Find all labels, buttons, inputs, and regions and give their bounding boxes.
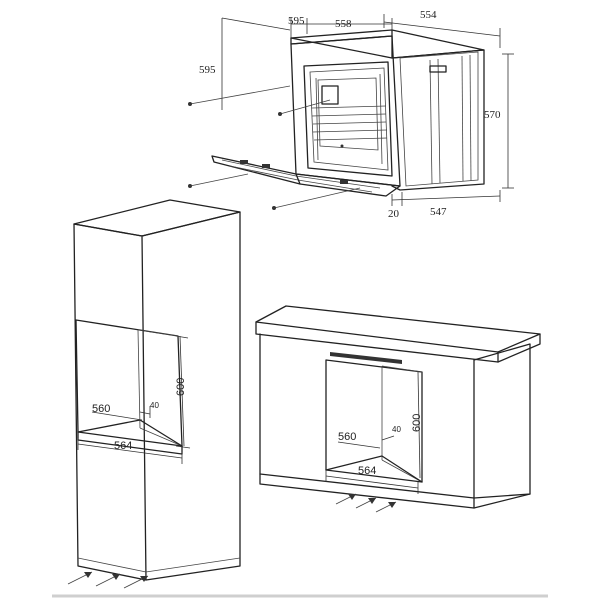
tall-dim-564: 564 (114, 440, 132, 452)
uc-dim-40: 40 (392, 425, 401, 434)
oven-dim-570: 570 (484, 109, 501, 121)
tall-dim-600: 600 (175, 378, 187, 396)
oven-dim-558: 558 (335, 18, 352, 30)
tall-dim-40: 40 (150, 401, 159, 410)
uc-dim-560: 560 (338, 431, 356, 443)
tall-dim-560: 560 (92, 403, 110, 415)
under-counter-unit-drawing: 600 560 40 564 (255, 305, 541, 513)
oven-drawing: 595 558 554 595 570 20 547 (188, 9, 514, 220)
oven-dim-595-top: 595 (288, 15, 305, 27)
oven-dim-20: 20 (388, 208, 400, 220)
oven-dim-554: 554 (420, 9, 437, 21)
oven-dim-595-left: 595 (199, 64, 216, 76)
tall-unit-drawing: 600 560 40 564 (67, 199, 241, 589)
oven-dim-547: 547 (430, 206, 447, 218)
uc-dim-600: 600 (411, 414, 423, 432)
uc-dim-564: 564 (358, 465, 376, 477)
